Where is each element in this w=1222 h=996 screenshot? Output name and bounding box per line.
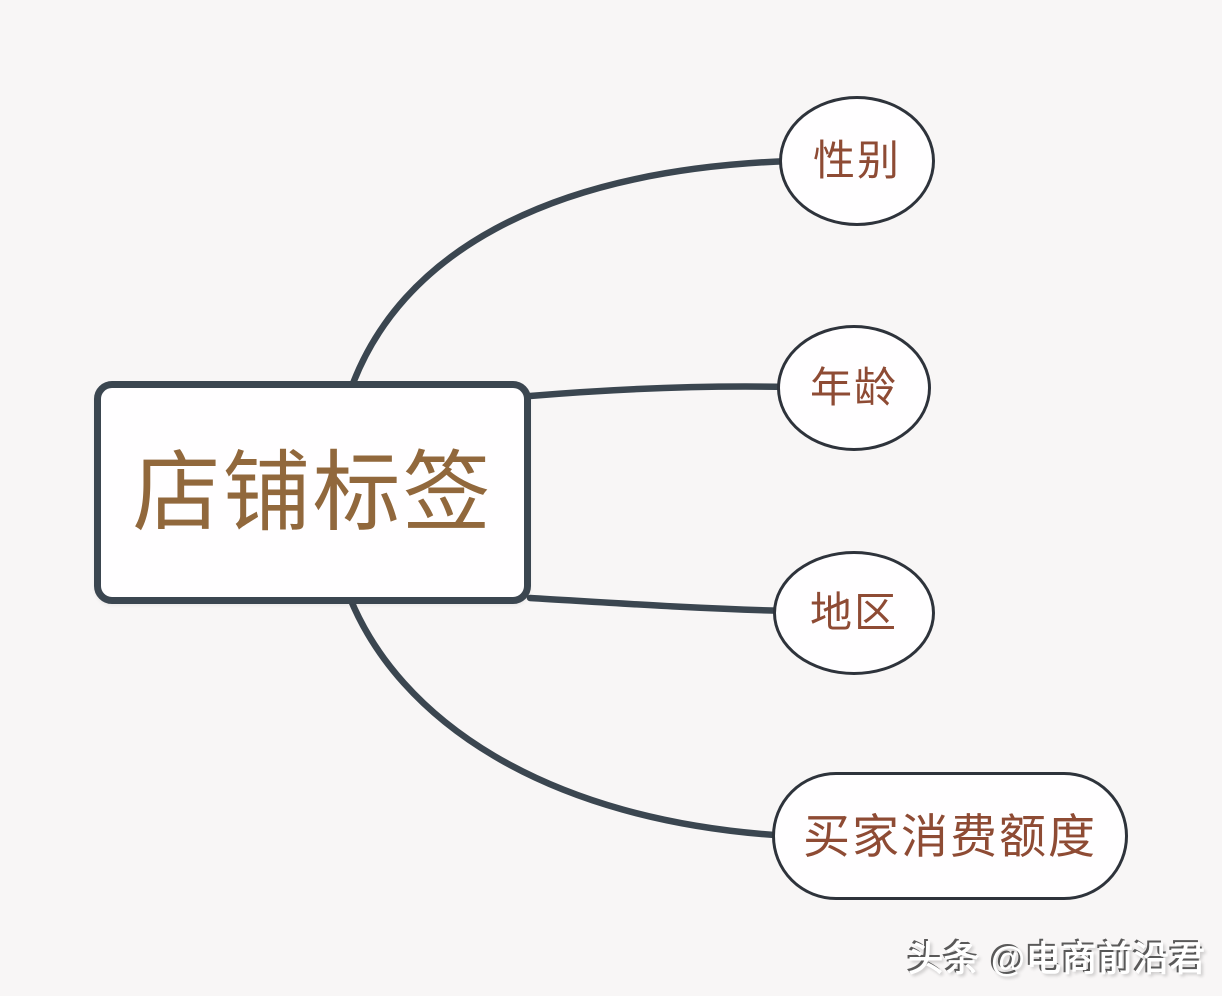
child-node-region: 地区 bbox=[773, 551, 935, 675]
child-node-buyer-spending: 买家消费额度 bbox=[772, 772, 1128, 900]
watermark-text: 头条 @电商前沿君 bbox=[908, 940, 1206, 979]
child-node-age-label: 年龄 bbox=[809, 364, 898, 411]
watermark: 头条 @电商前沿君 bbox=[908, 931, 1206, 982]
root-node-label: 店铺标签 bbox=[132, 442, 493, 542]
child-node-gender-label: 性别 bbox=[812, 137, 901, 184]
connector-root-to-region bbox=[526, 594, 794, 615]
root-node-shop-labels: 店铺标签 bbox=[94, 381, 531, 604]
connector-root-to-age bbox=[526, 383, 794, 400]
child-node-gender: 性别 bbox=[779, 96, 935, 226]
child-node-buyer-spending-label: 买家消费额度 bbox=[803, 809, 1097, 863]
connector-root-to-spending bbox=[346, 594, 794, 840]
child-node-region-label: 地区 bbox=[809, 589, 898, 636]
child-node-age: 年龄 bbox=[777, 325, 931, 451]
connector-root-to-gender bbox=[348, 157, 794, 390]
